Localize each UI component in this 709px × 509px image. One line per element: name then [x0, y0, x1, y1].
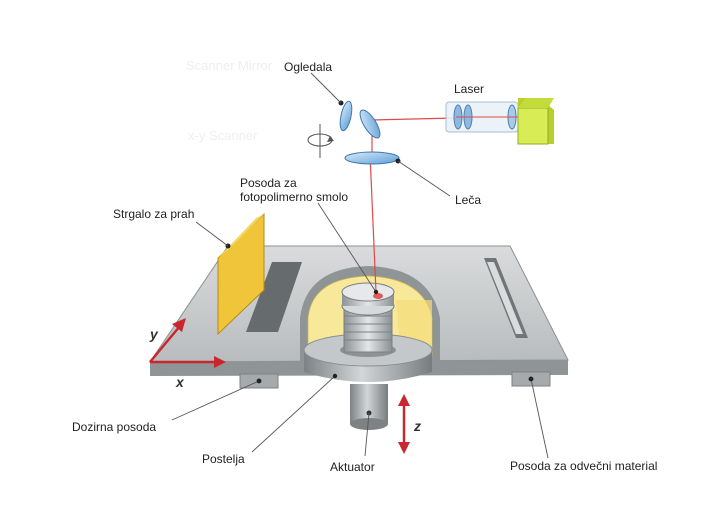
axis-z-label: z — [414, 418, 421, 434]
label-lens: Leča — [455, 193, 482, 207]
label-laser: Laser — [454, 82, 485, 96]
axis-x-label: x — [176, 374, 184, 390]
label-dispenser: Dozirna posoda — [72, 420, 157, 434]
actuator-shaft — [350, 384, 388, 430]
xy-axis-arrows — [149, 318, 226, 368]
piston — [341, 282, 395, 353]
label-scraper: Strgalo za prah — [113, 207, 195, 221]
powder-scraper — [217, 212, 265, 336]
axis-y-label: y — [150, 326, 158, 342]
label-bed: Postelja — [202, 452, 245, 466]
leader-lines — [171, 72, 549, 459]
label-overflow: Posoda za odvečni material — [510, 459, 658, 473]
svg-text:x-y Scanner: x-y Scanner — [188, 128, 258, 143]
scanner-mirrors — [307, 100, 381, 158]
focus-lens — [344, 151, 401, 165]
laser-unit — [445, 98, 554, 145]
label-resin-vat-line2: fotopolimerno smolo — [240, 190, 349, 204]
svg-text:Scanner Mirror: Scanner Mirror — [186, 58, 273, 73]
label-resin-vat-line1: Posoda za — [240, 176, 297, 190]
label-actuator: Aktuator — [330, 460, 375, 474]
label-mirrors: Ogledala — [284, 60, 333, 74]
z-axis-arrow — [398, 394, 410, 454]
